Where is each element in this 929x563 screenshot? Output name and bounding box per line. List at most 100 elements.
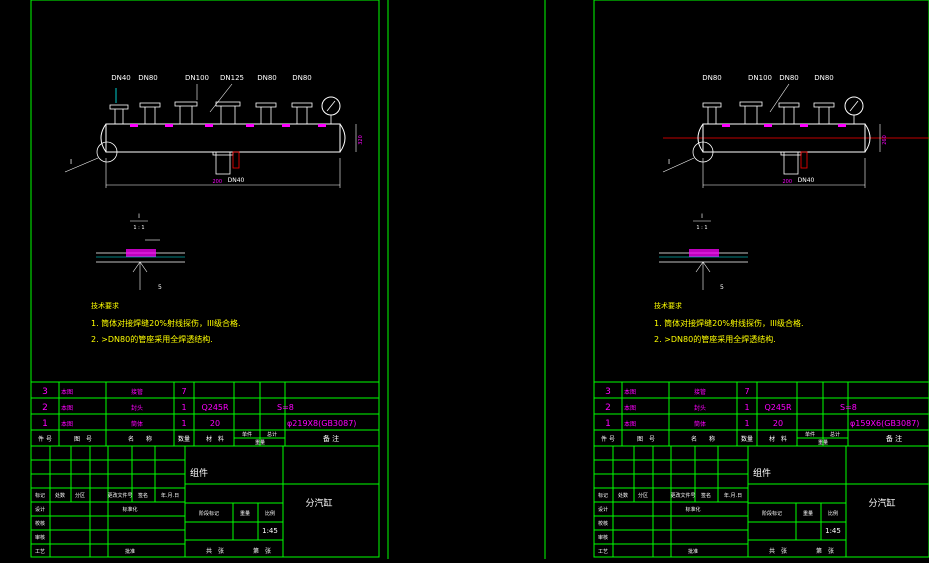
header-name: 名 称 — [691, 435, 715, 443]
header-qty: 数量 — [741, 435, 753, 443]
block-process: 工艺 — [598, 549, 608, 555]
block-group: 组件 — [190, 467, 208, 479]
block-zone: 分区 — [75, 492, 85, 499]
header-drawing: 图 号 — [637, 436, 655, 443]
header-no: 件 号 — [38, 435, 52, 443]
tech-note-1: 1. 筒体对接焊缝20%射线探伤，III级合格. — [654, 318, 804, 328]
part-qty: 7 — [181, 387, 186, 396]
part-drawing: 本图 — [61, 404, 73, 412]
header-name: 名 称 — [128, 435, 152, 443]
header-weight: 重量 — [818, 439, 828, 446]
weld-mark: 5 — [720, 284, 724, 291]
weld-marks — [130, 124, 326, 127]
part-spec: φ159X6(GB3087) — [850, 419, 919, 428]
block-change-doc: 更改文件号 — [670, 492, 695, 499]
part-number: 3 — [605, 387, 611, 397]
detail-mark: I — [138, 213, 140, 220]
weld-detail — [689, 249, 719, 257]
tech-note-1: 1. 筒体对接焊缝20%射线探伤，III级合格. — [91, 318, 241, 328]
detail-circle — [96, 141, 118, 163]
part-number: 1 — [42, 419, 48, 429]
block-ratio-value: 1:45 — [262, 527, 278, 535]
block-standard: 标准化 — [685, 506, 700, 513]
nozzle-label: DN125 — [220, 74, 244, 82]
nozzle-label: DN40 — [111, 74, 131, 82]
block-count: 处数 — [618, 492, 628, 499]
tech-note-2: 2. >DN80的管座采用全焊透结构. — [654, 334, 776, 344]
nozzle-label: DN80 — [138, 74, 158, 82]
block-check: 校核 — [598, 520, 608, 527]
part-qty: 1 — [181, 403, 186, 412]
detail-scale: 1 : 1 — [133, 225, 144, 231]
block-mark: 标记 — [598, 492, 608, 499]
nozzle-group — [109, 101, 313, 124]
part-name: 接管 — [131, 388, 143, 396]
block-change-doc: 更改文件号 — [107, 492, 132, 499]
block-sheet: 第 张 — [816, 547, 834, 555]
nozzle-label: DN80 — [779, 74, 799, 82]
detail-mark: I — [701, 213, 703, 220]
vessel-head-right — [864, 123, 871, 153]
block-review: 审核 — [598, 534, 608, 541]
section-mark: I — [70, 158, 72, 166]
header-remark: 备 注 — [323, 434, 339, 443]
drawing-title: 分汽缸 — [305, 497, 332, 509]
block-group: 组件 — [753, 467, 771, 479]
nozzle-label: DN100 — [185, 74, 209, 82]
part-note: S=8 — [277, 403, 294, 412]
nozzle-label: DN80 — [702, 74, 722, 82]
bottom-dimension: 200 — [782, 179, 792, 185]
parts-table — [30, 381, 380, 447]
part-qty: 1 — [744, 403, 749, 412]
header-weight: 重量 — [255, 439, 265, 446]
block-stage-mark: 阶段标记 — [199, 510, 219, 517]
block-review: 审核 — [35, 534, 45, 541]
section-mark: I — [668, 158, 670, 166]
bottom-dimension: 200 — [212, 179, 222, 185]
block-sheet: 第 张 — [253, 547, 271, 555]
header-remark: 备 注 — [886, 434, 902, 443]
block-design: 设计 — [35, 506, 45, 513]
block-ratio: 比例 — [828, 510, 838, 517]
part-name: 筒体 — [694, 420, 706, 428]
part-material: Q245R — [201, 403, 229, 412]
block-check: 校核 — [35, 520, 45, 527]
header-total: 总计 — [267, 431, 277, 438]
header-total: 总计 — [830, 431, 840, 438]
block-sign: 签名 — [701, 492, 711, 499]
header-drawing: 图 号 — [74, 436, 92, 443]
tech-title: 技术要求 — [654, 301, 682, 310]
block-date: 年.月.日 — [161, 492, 179, 499]
header-material: 材 料 — [206, 435, 224, 443]
nozzle-label: DN80 — [292, 74, 312, 82]
vessel-head-left — [697, 123, 704, 153]
block-count: 处数 — [55, 492, 65, 499]
height-dimension: 260 — [882, 135, 888, 145]
title-block — [593, 445, 929, 558]
block-weight: 重量 — [240, 510, 250, 517]
block-standard: 标准化 — [122, 506, 137, 513]
part-name: 封头 — [694, 404, 706, 412]
bottom-nozzle-label: DN40 — [228, 177, 245, 184]
block-weight: 重量 — [803, 510, 813, 517]
block-zone: 分区 — [638, 492, 648, 499]
block-approve: 批准 — [688, 548, 698, 555]
nozzle-label: DN80 — [814, 74, 834, 82]
nozzle-group — [702, 101, 835, 124]
part-number: 2 — [605, 403, 611, 413]
part-name: 封头 — [131, 404, 143, 412]
block-sign: 签名 — [138, 492, 148, 499]
part-material: 20 — [773, 419, 783, 428]
header-single: 单件 — [805, 431, 815, 438]
block-mark: 标记 — [35, 492, 45, 499]
weld-detail — [126, 249, 156, 257]
part-spec: φ219X8(GB3087) — [287, 419, 356, 428]
block-process: 工艺 — [35, 549, 45, 555]
weld-mark: 5 — [158, 284, 162, 291]
title-block — [30, 445, 380, 558]
